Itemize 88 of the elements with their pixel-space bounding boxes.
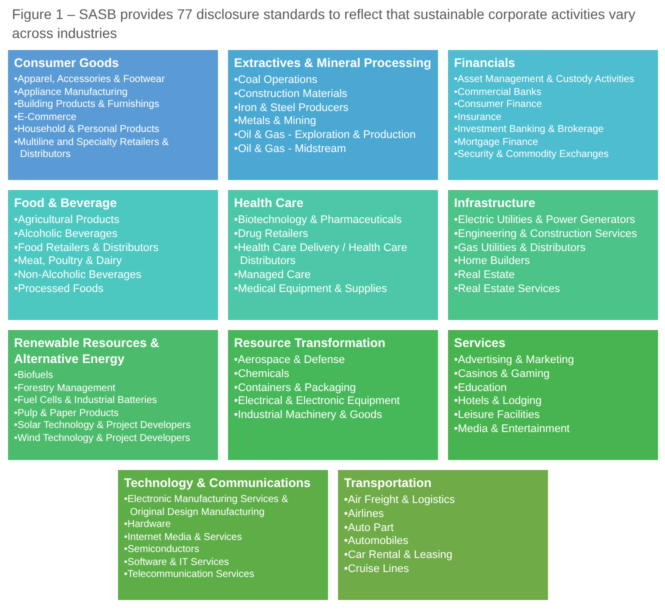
list-item: •Hotels & Lodging — [454, 395, 543, 409]
category-card — [8, 190, 218, 320]
list-item: •Cruise Lines — [344, 562, 410, 576]
list-item: •Home Builders — [454, 255, 531, 269]
list-item: •Meat, Poultry & Dairy — [14, 255, 123, 269]
list-item: •Containers & Packaging — [234, 382, 357, 396]
card-heading: Food & Beverage — [14, 195, 118, 211]
card-heading: Technology & Communications — [124, 475, 312, 491]
list-item: •Food Retailers & Distributors — [14, 242, 160, 256]
card-heading: Renewable Resources & Alternative Energy — [14, 335, 160, 367]
category-card — [228, 330, 438, 460]
category-card — [448, 330, 658, 460]
list-item: •Software & IT Services — [124, 556, 230, 569]
list-item: •Forestry Management — [14, 382, 116, 395]
card-heading: Extractives & Mineral Processing — [234, 55, 432, 71]
list-item: •Investment Banking & Brokerage — [454, 124, 605, 136]
list-item: •Coal Operations — [234, 74, 318, 88]
list-item: •Drug Retailers — [234, 228, 310, 242]
list-item: •Alcoholic Beverages — [14, 228, 119, 242]
list-item: •Airlines — [344, 508, 385, 522]
card-heading: Health Care — [234, 195, 304, 211]
list-item: •Asset Management & Custody Activities — [454, 74, 636, 86]
list-item: •Hardware — [124, 519, 172, 532]
list-item: •Oil & Gas - Exploration & Production — [234, 129, 417, 143]
list-item: •Health Care Delivery / Health Care Distributors — [234, 242, 408, 269]
list-item: •Building Products & Furnishings — [14, 99, 160, 112]
list-item: •Fuel Cells & Industrial Batteries — [14, 395, 158, 408]
category-card — [448, 190, 658, 320]
list-item: •Security & Commodity Exchanges — [454, 149, 610, 162]
list-item: •Consumer Finance — [454, 99, 543, 112]
list-item: •Pulp & Paper Products — [14, 408, 120, 420]
category-card — [8, 330, 218, 460]
list-item: •Managed Care — [234, 269, 312, 283]
card-heading: Transportation — [344, 475, 433, 491]
list-item: •Apparel, Accessories & Footwear — [14, 74, 166, 86]
card-heading: Services — [454, 335, 506, 351]
list-item: •Electric Utilities & Power Generators — [454, 214, 636, 228]
list-item: •Solar Technology & Project Developers — [14, 420, 192, 432]
list-item: •Auto Part — [344, 522, 395, 536]
list-item: •Appliance Manufacturing — [14, 86, 129, 99]
list-item: •Education — [454, 382, 508, 396]
list-item: •Automobiles — [344, 535, 410, 549]
list-item: •E-Commerce — [14, 112, 78, 124]
list-item: •Oil & Gas - Midstream — [234, 142, 348, 156]
category-card — [228, 190, 438, 320]
list-item: •Iron & Steel Producers — [234, 102, 350, 116]
list-item: •Air Freight & Logistics — [344, 494, 456, 508]
list-item: •Agricultural Products — [14, 214, 120, 228]
list-item: •Non-Alcoholic Beverages — [14, 269, 142, 283]
card-heading: Financials — [454, 55, 516, 71]
list-item: •Insurance — [454, 112, 502, 124]
list-item: •Aerospace & Defense — [234, 354, 346, 368]
list-item: •Construction Materials — [234, 88, 348, 102]
list-item: •Electronic Manufacturing Services & Original Design Manufacturing — [124, 494, 290, 519]
list-item: •Telecommunication Services — [124, 569, 256, 582]
category-card — [118, 470, 328, 600]
list-item: •Semiconductors — [124, 544, 200, 556]
list-item: •Commercial Banks — [454, 86, 542, 99]
figure-title: Figure 1 – SASB provides 77 disclosure standards to reflect that sustainable corporate activities vary across industries — [12, 5, 636, 43]
list-item: •Real Estate Services — [454, 282, 561, 296]
list-item: •Advertising & Marketing — [454, 354, 576, 368]
list-item: •Processed Foods — [14, 282, 104, 296]
list-item: •Media & Entertainment — [454, 422, 571, 436]
list-item: •Electrical & Electronic Equipment — [234, 395, 401, 409]
list-item: •Biofuels — [14, 370, 54, 382]
list-item: •Chemicals — [234, 368, 290, 382]
category-card — [338, 470, 548, 600]
list-item: •Wind Technology & Project Developers — [14, 432, 192, 445]
card-heading: Consumer Goods — [14, 55, 120, 71]
list-item: •Gas Utilities & Distributors — [454, 242, 587, 256]
list-item: •Household & Personal Products — [14, 124, 160, 136]
list-item: •Medical Equipment & Supplies — [234, 282, 388, 296]
list-item: •Industrial Machinery & Goods — [234, 409, 384, 423]
card-heading: Resource Transformation — [234, 335, 386, 351]
category-card — [8, 50, 218, 180]
category-card — [448, 50, 658, 180]
list-item: •Biotechnology & Pharmaceuticals — [234, 214, 403, 228]
category-card — [228, 50, 438, 180]
list-item: •Multiline and Specialty Retailers & Distributors — [14, 136, 170, 162]
card-heading: Infrastructure — [454, 195, 536, 211]
list-item: •Engineering & Construction Services — [454, 228, 638, 242]
list-item: •Internet Media & Services — [124, 532, 243, 544]
list-item: •Car Rental & Leasing — [344, 549, 454, 563]
list-item: •Casinos & Gaming — [454, 368, 551, 382]
list-item: •Real Estate — [454, 269, 516, 283]
list-item: •Metals & Mining — [234, 115, 318, 129]
list-item: •Leisure Facilities — [454, 409, 541, 423]
list-item: •Mortgage Finance — [454, 136, 540, 149]
